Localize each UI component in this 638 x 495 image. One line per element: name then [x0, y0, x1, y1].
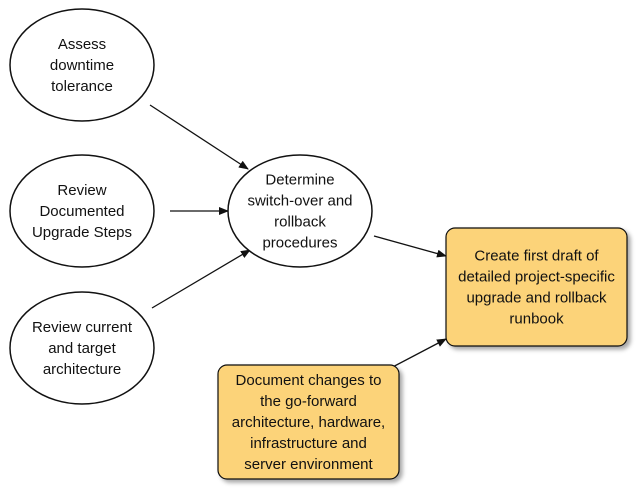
node-determine-switchover: Determine switch-over and rollback procedur…	[227, 154, 373, 268]
arrow-review-architecture-to-determine-switchover	[151, 249, 251, 309]
node-text-line: Document changes to	[236, 372, 382, 389]
box-shape	[217, 364, 400, 480]
node-text-line: server environment	[244, 456, 373, 473]
node-text-line: Assess	[58, 36, 106, 53]
arrow-assess-downtime-to-determine-switchover	[149, 104, 249, 170]
node-text-line: downtime	[50, 57, 114, 74]
node-text-line: runbook	[509, 311, 564, 328]
box-shape	[445, 227, 628, 347]
node-text-line: Review	[57, 182, 106, 199]
node-assess-downtime: Assess downtime tolerance	[9, 8, 155, 122]
node-text-line: Determine	[265, 172, 334, 189]
node-text-line: Documented	[39, 203, 124, 220]
node-text-line: procedures	[262, 235, 337, 252]
node-text-line: and target	[48, 340, 116, 357]
node-text-line: Review current	[32, 319, 133, 336]
node-text-line: switch-over and	[247, 193, 352, 210]
node-text-line: Upgrade Steps	[32, 224, 132, 241]
node-text-line: tolerance	[51, 78, 113, 95]
node-text-line: rollback	[274, 214, 326, 231]
node-document-changes: Document changes to the go-forward archite…	[217, 364, 400, 480]
node-create-draft: Create first draft of detailed project-sp…	[445, 227, 628, 347]
ellipse-shape	[9, 8, 155, 122]
node-review-architecture: Review current and target architecture	[9, 291, 155, 405]
node-text-line: infrastructure and	[250, 435, 367, 452]
node-text-line: Create first draft of	[474, 248, 599, 265]
ellipse-shape	[227, 154, 373, 268]
node-text-line: detailed project-specific	[458, 269, 615, 286]
node-text-line: architecture, hardware,	[232, 414, 385, 431]
node-text-line: architecture	[43, 361, 121, 378]
arrow-determine-switchover-to-create-draft	[373, 235, 447, 258]
ellipse-shape	[9, 154, 155, 268]
node-text-line: the go-forward	[260, 393, 357, 410]
ellipse-shape	[9, 291, 155, 405]
node-text-line: upgrade and rollback	[466, 290, 607, 307]
